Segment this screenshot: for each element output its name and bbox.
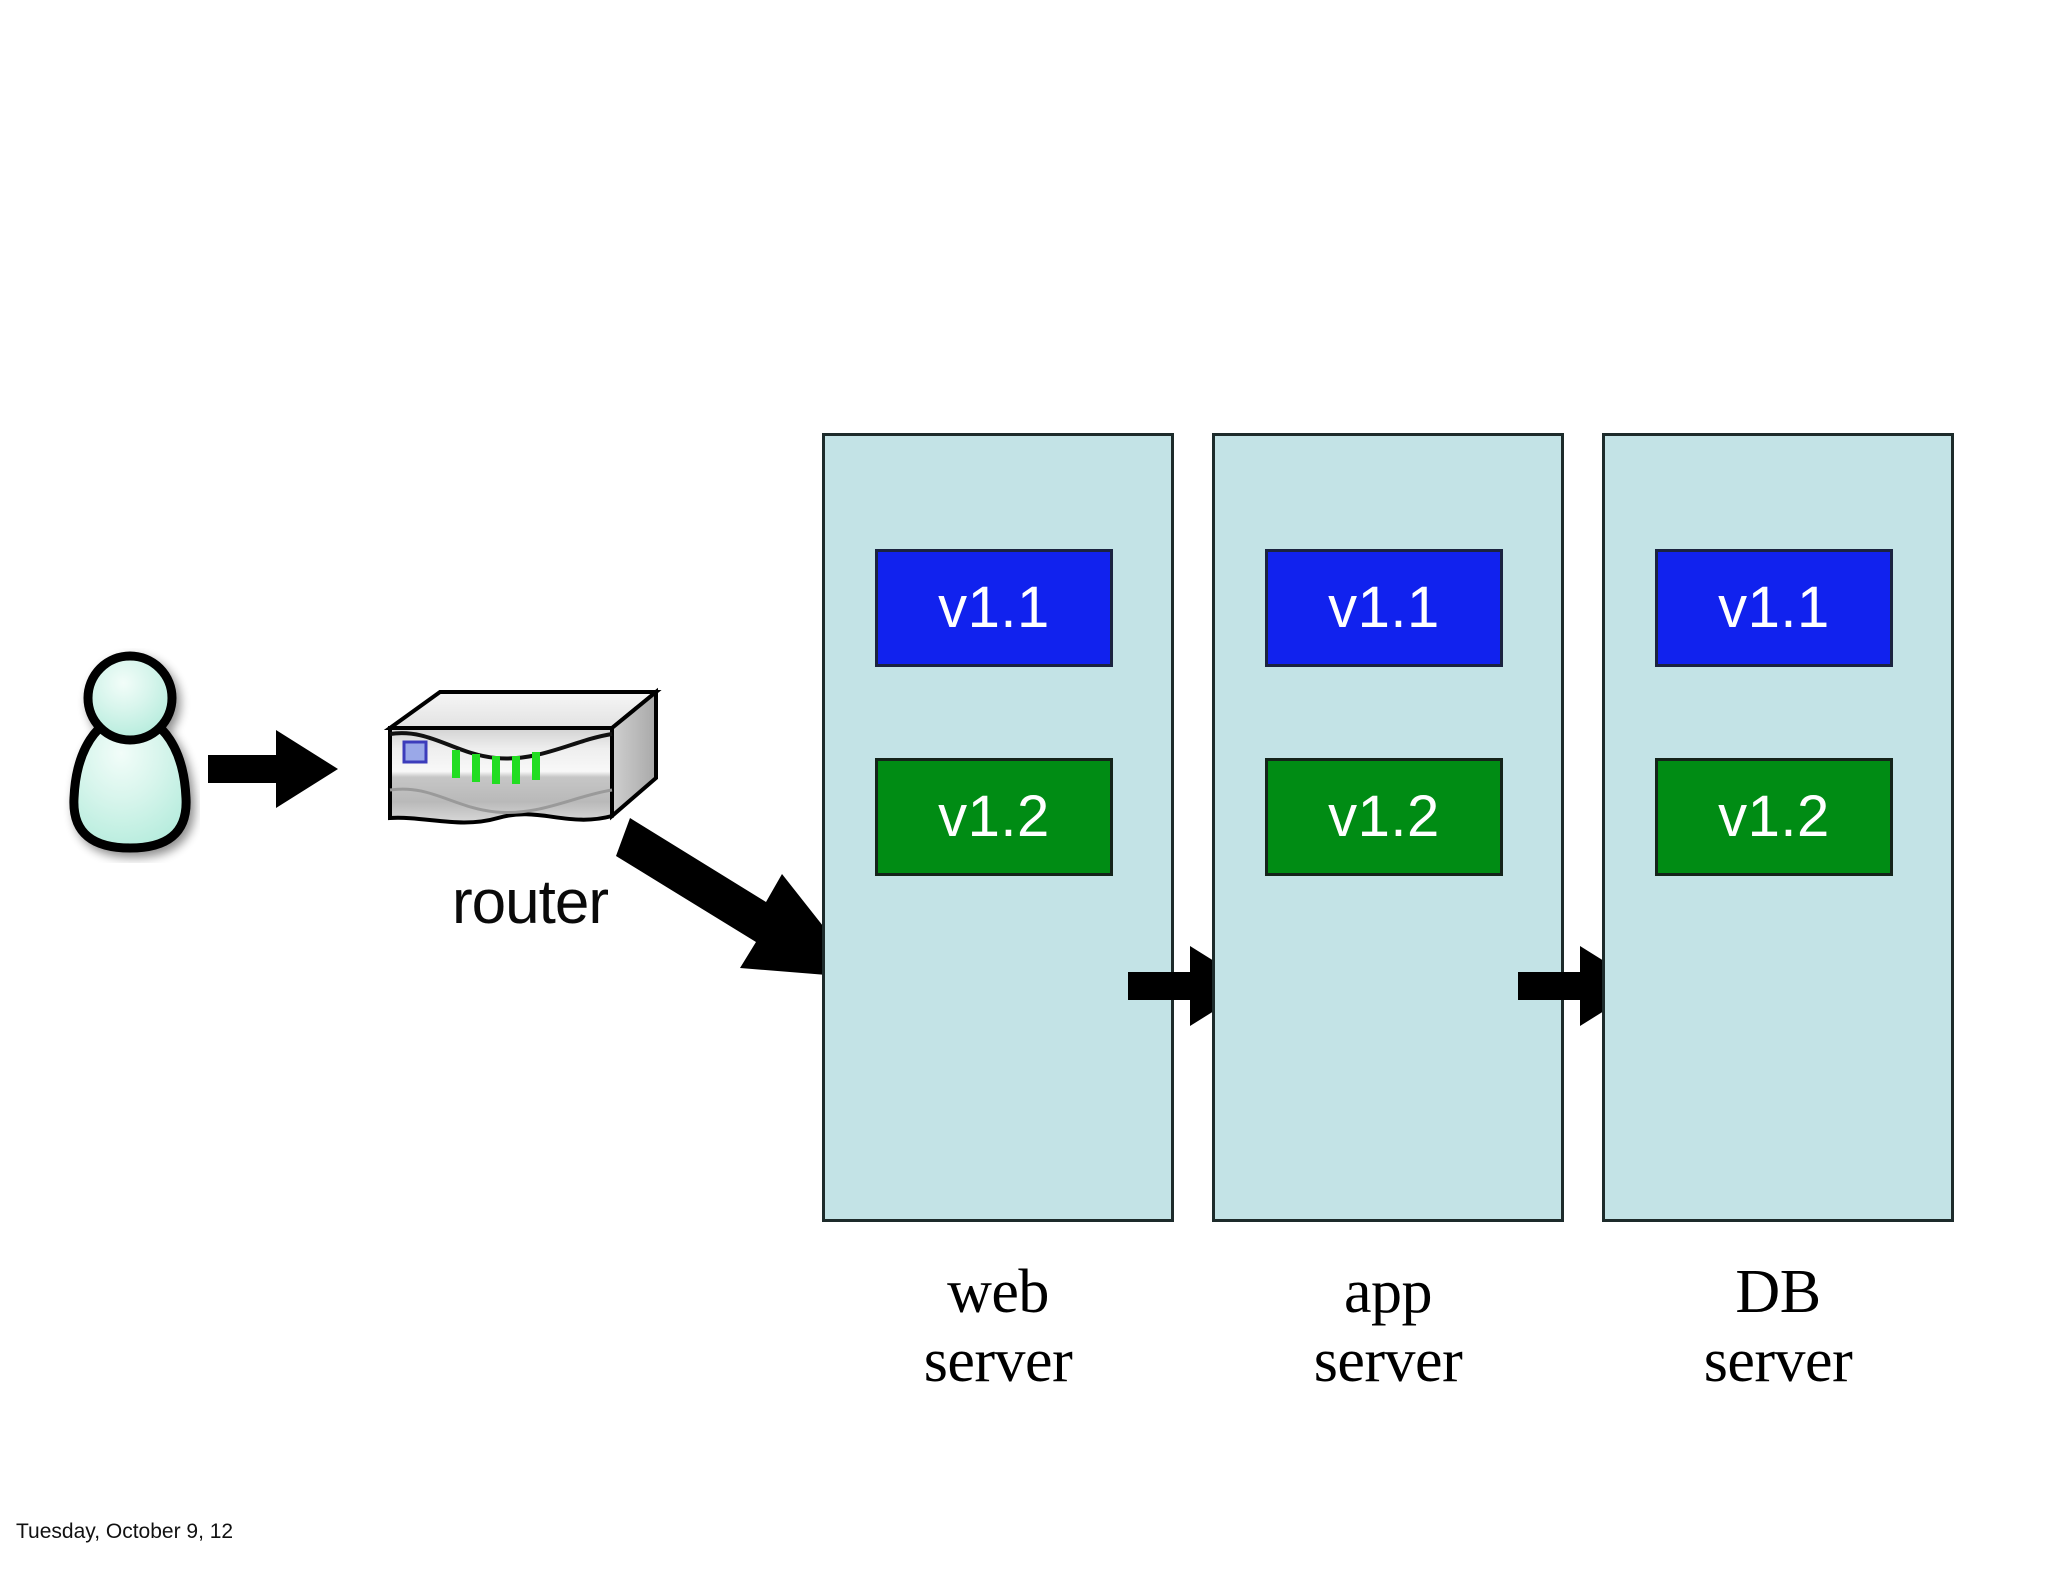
- version-box-web-v12[interactable]: v1.2: [875, 758, 1113, 876]
- arrow-router-to-web: [616, 800, 906, 1015]
- server-caption-db: DB server: [1602, 1258, 1954, 1397]
- server-caption-web-line1: web: [947, 1258, 1049, 1326]
- server-caption-web: web server: [822, 1258, 1174, 1397]
- server-caption-app-line2: server: [1313, 1327, 1463, 1396]
- router-icon: [368, 678, 668, 853]
- person-icon: [60, 648, 200, 863]
- server-caption-web-line2: server: [923, 1327, 1073, 1396]
- server-caption-db-line1: DB: [1735, 1258, 1821, 1326]
- arrow-app-to-db: [1518, 944, 1646, 1028]
- version-box-db-v12[interactable]: v1.2: [1655, 758, 1893, 876]
- server-panel-app[interactable]: v1.1 v1.2: [1212, 433, 1564, 1222]
- server-caption-app-line1: app: [1343, 1258, 1433, 1326]
- server-caption-db-line2: server: [1703, 1327, 1853, 1396]
- arrow-web-to-app: [1128, 944, 1256, 1028]
- version-box-app-v11[interactable]: v1.1: [1265, 549, 1503, 667]
- version-box-web-v11[interactable]: v1.1: [875, 549, 1113, 667]
- server-panel-db[interactable]: v1.1 v1.2: [1602, 433, 1954, 1222]
- server-caption-app: app server: [1212, 1258, 1564, 1397]
- footer-date: Tuesday, October 9, 12: [16, 1520, 234, 1543]
- server-panel-web[interactable]: v1.1 v1.2: [822, 433, 1174, 1222]
- version-box-app-v12[interactable]: v1.2: [1265, 758, 1503, 876]
- arrow-user-to-router: [208, 728, 340, 810]
- version-box-db-v11[interactable]: v1.1: [1655, 549, 1893, 667]
- router-label: router: [452, 868, 609, 937]
